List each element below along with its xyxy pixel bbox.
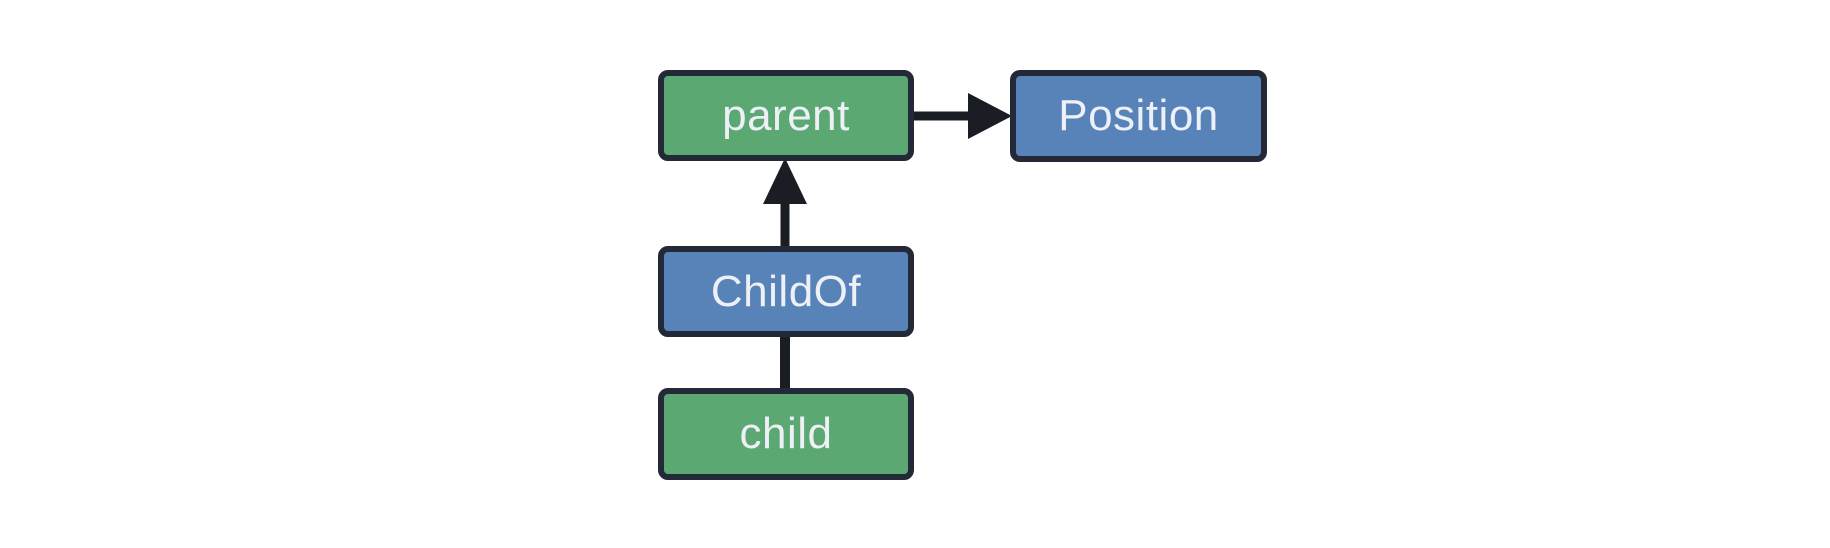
node-childof-label: ChildOf: [710, 266, 862, 316]
edge-childof-to-parent: [763, 158, 807, 246]
edge-parent-to-position-arrowhead-icon: [968, 93, 1012, 139]
node-child-label: child: [739, 409, 833, 458]
node-parent-label: parent: [722, 90, 850, 140]
edge-childof-to-parent-arrowhead-icon: [763, 158, 807, 204]
node-position: Position: [1010, 70, 1267, 162]
edge-parent-to-position: [913, 93, 1012, 139]
node-parent: parent: [658, 70, 914, 161]
node-childof: ChildOf: [658, 246, 914, 337]
node-child: child: [658, 388, 914, 480]
node-position-label: Position: [1058, 91, 1219, 140]
